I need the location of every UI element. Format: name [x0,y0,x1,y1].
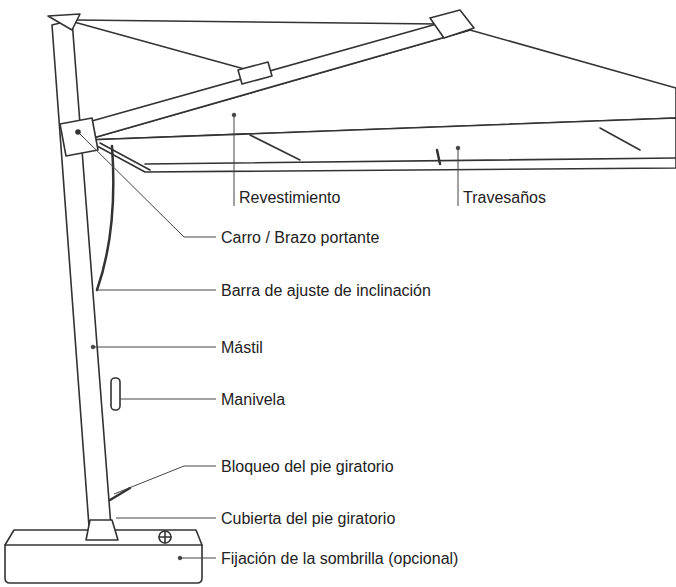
mast [52,20,112,540]
carrier-arm [74,18,470,140]
rib [100,143,150,170]
part-label: Carro / Brazo portante [220,229,380,247]
mast-top-cap [48,14,80,30]
part-label: Travesaños [462,189,547,207]
crank-handle [111,378,120,410]
carriage-pin [76,130,80,134]
leader-line [234,115,235,206]
leader-line [93,347,216,348]
leader-line [97,290,216,291]
base-plug [159,531,171,543]
leader-line [114,466,216,494]
swivel-foot-cover [86,520,118,540]
part-label: Bloqueo del pie giratorio [220,458,395,476]
cable [74,22,248,70]
leader-line [180,558,216,559]
leader-line [116,518,216,519]
arm-joint [238,62,272,84]
leader-lines [80,113,460,560]
carriage [60,118,98,156]
leader-line [80,134,216,237]
rib [600,128,640,150]
part-label: Revestimiento [238,189,341,207]
tilt-bar [97,146,113,290]
canopy-hem [145,158,676,164]
base-plug [164,531,166,543]
swivel-lock [110,488,130,500]
arm-end-cap [430,10,474,38]
part-label: Cubierta del pie giratorio [220,510,396,528]
part-label: Fijación de la sombrilla (opcional) [220,550,459,568]
rib [437,150,440,164]
part-label: Mástil [220,339,264,357]
umbrella-drawing [5,10,676,583]
leader-line [458,148,459,206]
cable [76,20,438,24]
base-edge [5,544,202,546]
part-label: Manivela [220,391,286,409]
leader-line [120,399,216,400]
rib [250,135,300,160]
canopy-valance [86,118,676,172]
part-label: Barra de ajuste de inclinación [220,282,432,300]
